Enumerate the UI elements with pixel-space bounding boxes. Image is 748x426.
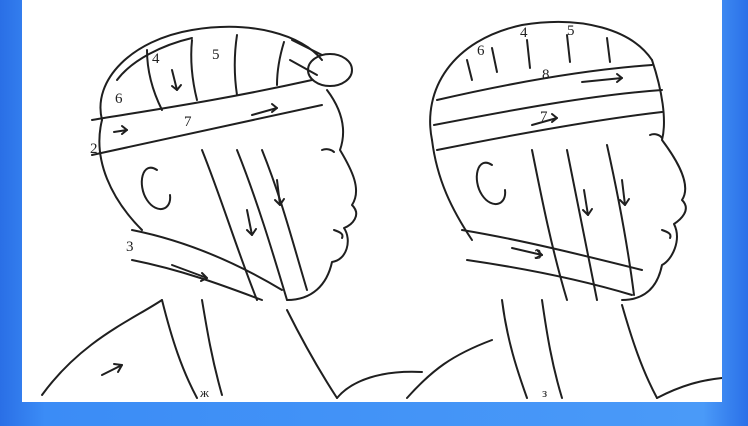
turn-number: 7 — [540, 110, 548, 125]
turn-number: 8 — [542, 68, 550, 83]
left-head-figure — [42, 27, 422, 398]
turn-number: 4 — [152, 52, 160, 67]
turn-number: 5 — [567, 24, 575, 39]
right-head-figure — [407, 22, 722, 398]
figure-caption-right: з — [542, 386, 547, 399]
turn-number: 2 — [90, 142, 98, 157]
illustration-panel: 2 3 4 5 6 7 ж 3 4 5 6 7 8 з — [22, 0, 722, 402]
figure-caption-left: ж — [200, 386, 209, 399]
turn-number: 7 — [184, 115, 192, 130]
bandage-illustration — [22, 0, 722, 402]
turn-number: 3 — [534, 248, 542, 263]
turn-number: 6 — [115, 92, 123, 107]
turn-number: 5 — [212, 48, 220, 63]
turn-number: 3 — [126, 240, 134, 255]
turn-number: 6 — [477, 44, 485, 59]
turn-number: 4 — [520, 26, 528, 41]
